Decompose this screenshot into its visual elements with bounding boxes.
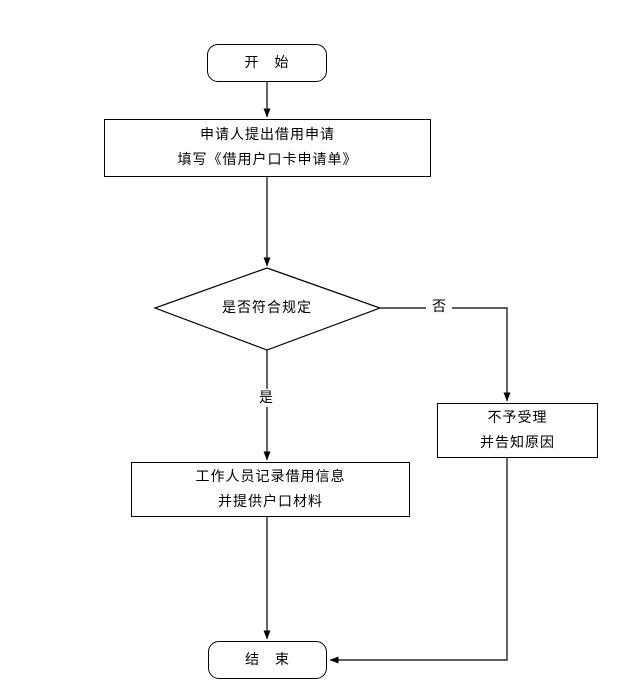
apply-process-box: 申请人提出借用申请 填写《借用户口卡申请单》	[104, 119, 431, 177]
apply-line1: 申请人提出借用申请	[200, 127, 335, 143]
decision-label: 是否符合规定	[222, 299, 312, 316]
connector-reject-to-end	[329, 457, 508, 664]
reject-line1: 不予受理	[487, 409, 548, 426]
start-label: 开 始	[244, 54, 290, 71]
reject-line2: 并告知原因	[480, 434, 555, 451]
connector-decision-to-reject	[380, 307, 511, 402]
end-label: 结 束	[245, 651, 290, 668]
edge-label-no: 否	[426, 298, 452, 316]
apply-line2: 填写《借用户口卡申请单》	[177, 152, 358, 168]
decision-diamond: 是否符合规定	[167, 295, 367, 321]
reject-process-box: 不予受理 并告知原因	[437, 403, 598, 458]
start-terminator: 开 始	[207, 44, 327, 82]
record-process-box: 工作人员记录借用信息 并提供户口材料	[131, 462, 410, 517]
end-terminator: 结 束	[208, 641, 327, 679]
record-line2: 并提供户口材料	[218, 493, 323, 510]
edge-label-yes: 是	[253, 389, 279, 407]
record-line1: 工作人员记录借用信息	[195, 468, 346, 485]
